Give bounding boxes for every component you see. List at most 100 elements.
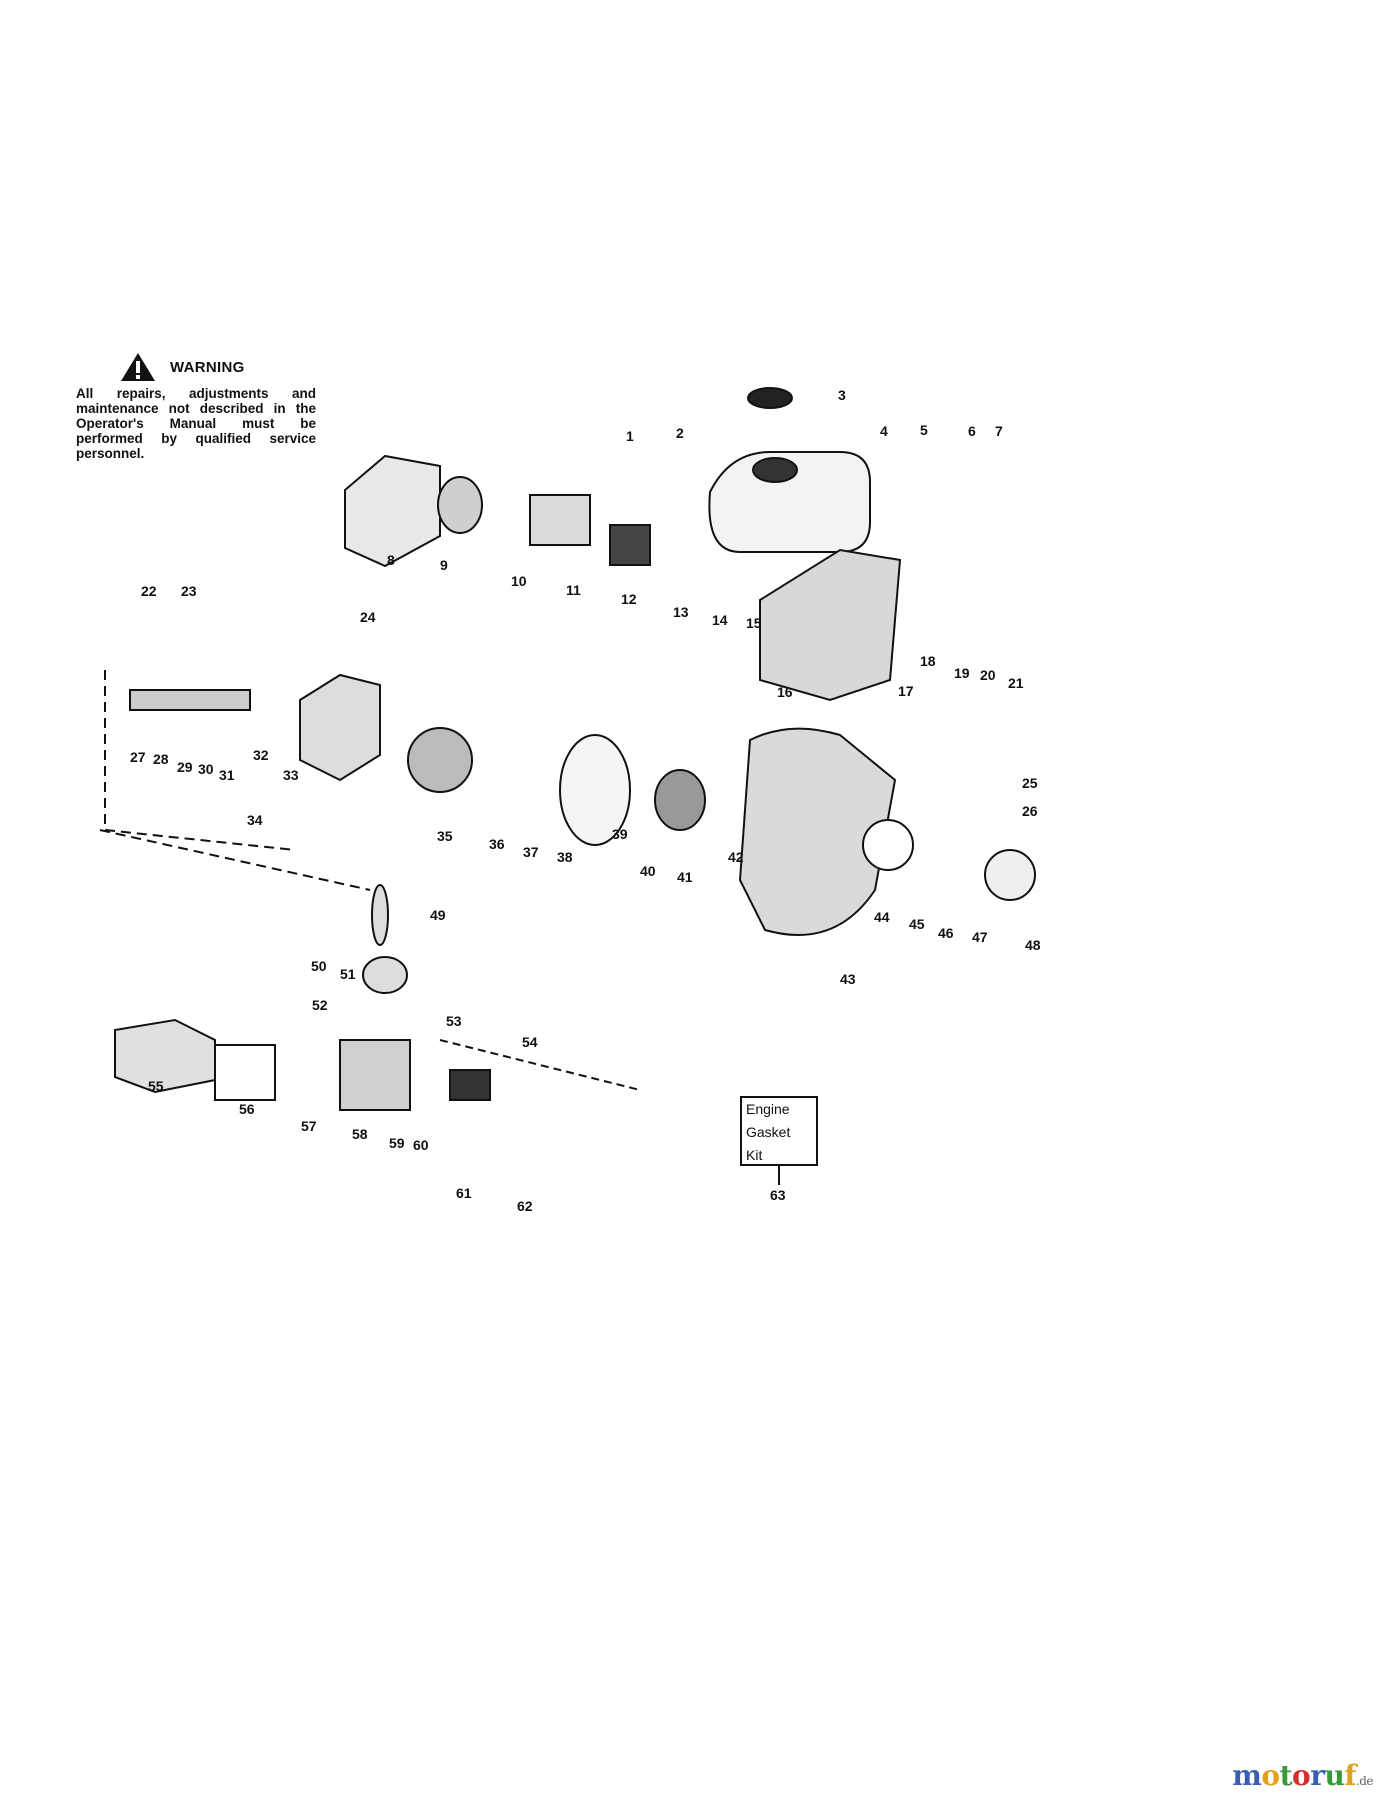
- engine-housing-part: [759, 548, 902, 702]
- watermark-letter: u: [1324, 1759, 1345, 1792]
- part-number-55: 55: [148, 1078, 164, 1094]
- part-number-49: 49: [430, 907, 446, 923]
- warning-text: All repairs, adjustments and maintenance…: [76, 386, 316, 461]
- part-number-40: 40: [640, 863, 656, 879]
- part-number-43: 43: [840, 971, 856, 987]
- kit-line-2: Gasket: [746, 1124, 791, 1140]
- part-number-31: 31: [219, 767, 235, 783]
- part-number-32: 32: [253, 747, 269, 763]
- crankshaft-assembly-outline: [104, 670, 296, 851]
- part-number-11: 11: [566, 582, 581, 598]
- part-number-56: 56: [239, 1101, 255, 1117]
- muffler-gasket-part: [214, 1044, 276, 1101]
- part-number-57: 57: [301, 1118, 317, 1134]
- watermark-letter: r: [1310, 1759, 1325, 1792]
- carburetor-part: [609, 524, 651, 566]
- part-number-42: 42: [728, 849, 744, 865]
- part-number-46: 46: [938, 925, 954, 941]
- part-number-9: 9: [440, 557, 448, 573]
- watermark-letter: t: [1279, 1759, 1293, 1792]
- part-number-7: 7: [995, 423, 1003, 439]
- engine-gasket-kit-box: Engine Gasket Kit: [740, 1096, 818, 1166]
- muffler-part: [114, 1018, 216, 1094]
- part-number-44: 44: [874, 909, 890, 925]
- part-number-62: 62: [517, 1198, 533, 1214]
- part-number-21: 21: [1008, 675, 1024, 691]
- crankcase-half-part: [299, 673, 381, 782]
- part-number-51: 51: [340, 966, 356, 982]
- rod-assembly-outline: [99, 829, 371, 891]
- air-filter-element-part: [437, 476, 483, 534]
- part-number-30: 30: [198, 761, 214, 777]
- part-number-24: 24: [360, 609, 376, 625]
- part-number-60: 60: [413, 1137, 429, 1153]
- flywheel-part: [407, 727, 473, 793]
- watermark-letter: o: [1292, 1759, 1311, 1792]
- watermark-tld: .de: [1355, 1774, 1374, 1788]
- part-number-41: 41: [677, 869, 693, 885]
- warning-triangle-icon: [121, 353, 155, 381]
- part-number-53: 53: [446, 1013, 462, 1029]
- watermark-letter: f: [1344, 1759, 1356, 1792]
- part-number-6: 6: [968, 423, 976, 439]
- part-number-1: 1: [626, 428, 634, 444]
- part-number-27: 27: [130, 749, 146, 765]
- fuel-cap-part: [747, 387, 793, 409]
- part-number-58: 58: [352, 1126, 368, 1142]
- part-number-4: 4: [880, 423, 888, 439]
- part-number-17: 17: [898, 683, 914, 699]
- air-filter-cover-part: [344, 454, 441, 568]
- part-number-2: 2: [676, 425, 684, 441]
- fuel-tank-part: [708, 451, 871, 553]
- part-number-50: 50: [311, 958, 327, 974]
- part-number-54: 54: [522, 1034, 538, 1050]
- part-number-38: 38: [557, 849, 573, 865]
- starter-pulley-part: [862, 819, 914, 871]
- warning-notice: WARNING All repairs, adjustments and mai…: [76, 352, 316, 461]
- crankshaft-part: [129, 689, 251, 711]
- main-crankcase-part: [738, 727, 897, 936]
- part-number-59: 59: [389, 1135, 405, 1151]
- part-number-5: 5: [920, 422, 928, 438]
- part-number-61: 61: [456, 1185, 472, 1201]
- part-number-13: 13: [673, 604, 689, 620]
- watermark-letter: m: [1232, 1759, 1262, 1792]
- part-number-28: 28: [153, 751, 169, 767]
- part-number-20: 20: [980, 667, 996, 683]
- part-number-19: 19: [954, 665, 970, 681]
- ignition-module-part: [449, 1069, 491, 1101]
- part-number-8: 8: [387, 552, 395, 568]
- recoil-pulley-part: [654, 769, 706, 831]
- part-number-47: 47: [972, 929, 988, 945]
- part-number-39: 39: [612, 826, 628, 842]
- part-number-14: 14: [712, 612, 728, 628]
- part-number-3: 3: [838, 387, 846, 403]
- watermark-letter: o: [1261, 1759, 1280, 1792]
- kit-line-1: Engine: [746, 1101, 790, 1117]
- part-number-12: 12: [621, 591, 637, 607]
- part-number-10: 10: [511, 573, 527, 589]
- part-number-16: 16: [777, 684, 793, 700]
- part-number-22: 22: [141, 583, 157, 599]
- motoruf-watermark: motoruf.de: [1232, 1759, 1373, 1792]
- part-number-52: 52: [312, 997, 328, 1013]
- part-number-34: 34: [247, 812, 263, 828]
- part-number-25: 25: [1022, 775, 1038, 791]
- tank-cap-part: [752, 457, 798, 483]
- carburetor-bracket-part: [529, 494, 591, 546]
- part-number-48: 48: [1025, 937, 1041, 953]
- fan-housing-part: [559, 734, 631, 846]
- part-number-45: 45: [909, 916, 925, 932]
- part-number-37: 37: [523, 844, 539, 860]
- part-number-35: 35: [437, 828, 453, 844]
- connecting-rod-part: [371, 884, 389, 946]
- part-number-15: 15: [746, 615, 762, 631]
- piston-part: [362, 956, 408, 994]
- part-number-63: 63: [770, 1187, 786, 1203]
- ignition-wire-part: [439, 1039, 641, 1091]
- cylinder-part: [339, 1039, 411, 1111]
- warning-title: WARNING: [170, 358, 245, 376]
- clutch-drum-part: [984, 849, 1036, 901]
- part-number-33: 33: [283, 767, 299, 783]
